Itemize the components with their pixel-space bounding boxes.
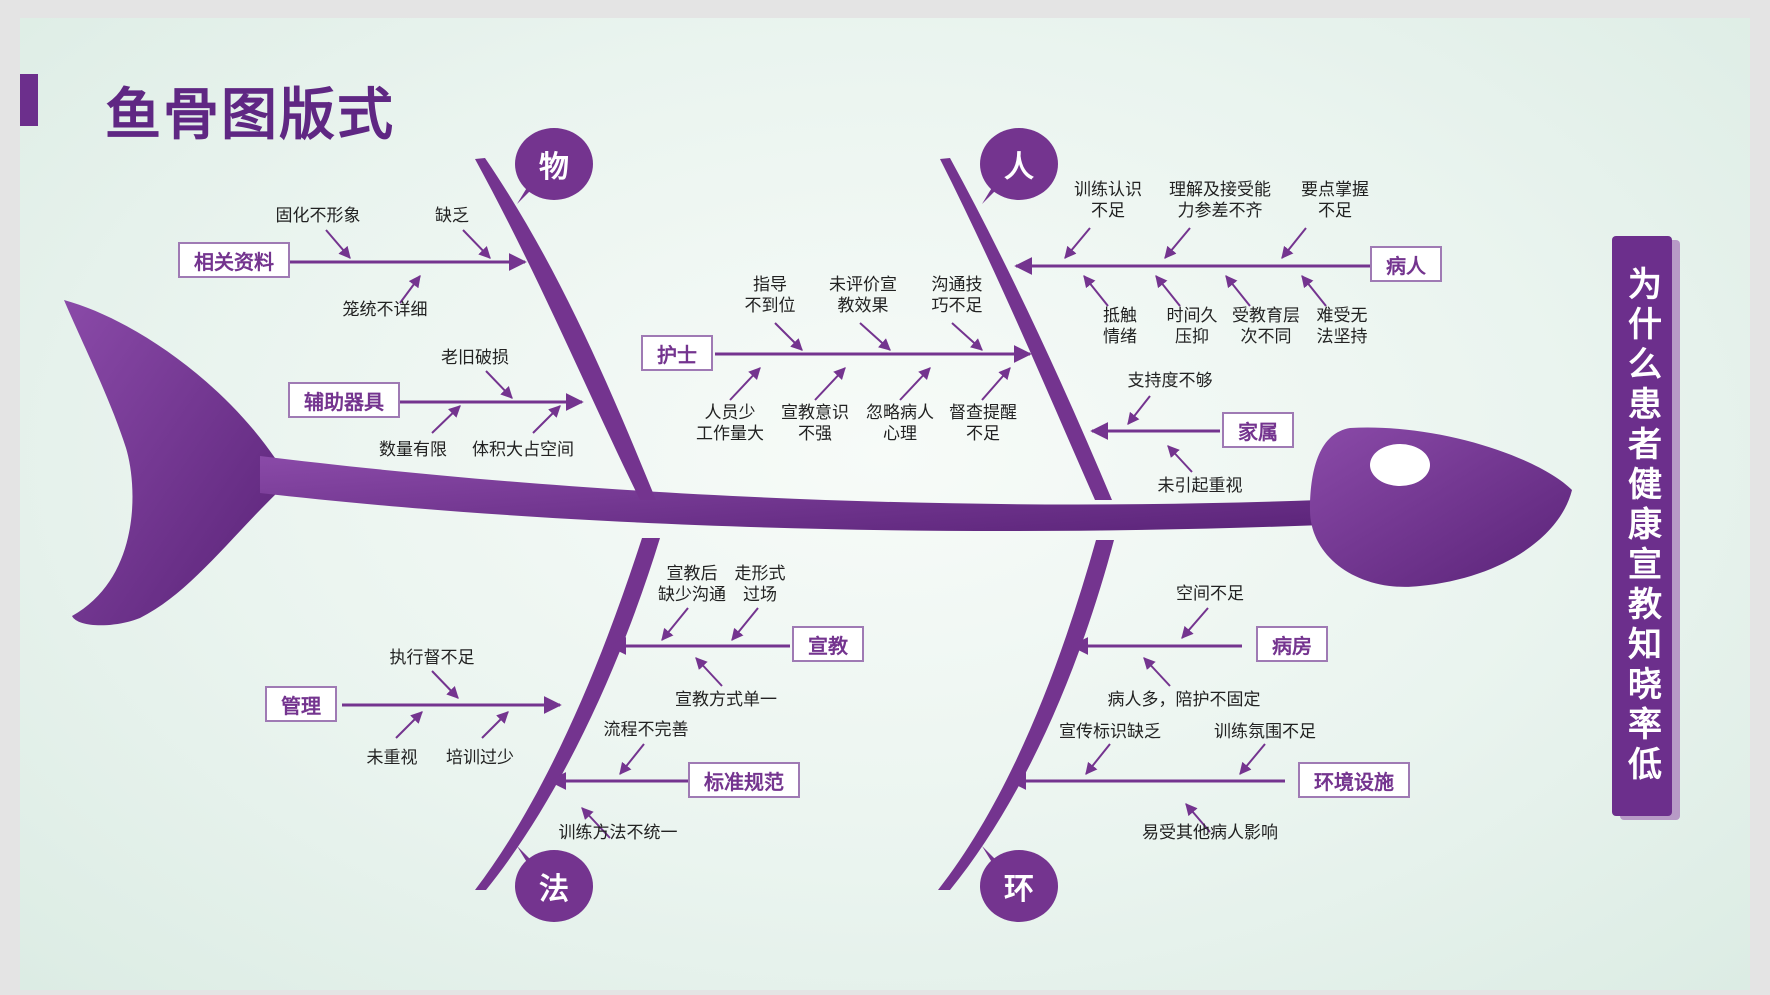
cause-label: 流程不完善	[603, 720, 689, 740]
fishbone-drawing	[64, 158, 1572, 890]
cause-label: 指导不到位	[744, 275, 796, 316]
cause-label: 培训过少	[446, 748, 514, 768]
cause-label: 督查提醒不足	[949, 403, 1017, 444]
subcat-box-jiashu: 家属	[1222, 412, 1294, 448]
cause-label: 难受无法坚持	[1316, 306, 1368, 347]
cause-label: 易受其他病人影响	[1142, 823, 1278, 843]
cause-label: 缺乏	[435, 206, 469, 226]
cause-label: 固化不形象	[275, 206, 361, 226]
subcat-box-bingren: 病人	[1370, 246, 1442, 282]
cause-label: 空间不足	[1176, 584, 1244, 604]
category-bubble-ren: 人	[980, 128, 1058, 200]
cause-label: 时间久压抑	[1166, 306, 1218, 347]
category-bubble-wu: 物	[515, 128, 593, 200]
page-title: 鱼骨图版式	[105, 83, 395, 148]
fish-tail	[64, 300, 282, 626]
cause-label: 支持度不够	[1127, 371, 1213, 391]
title-accent-bar	[20, 74, 38, 126]
bone-huan	[938, 540, 1114, 890]
cause-label: 训练方法不统一	[558, 823, 678, 843]
cause-label: 忽略病人心理	[866, 403, 934, 444]
problem-statement: 为什么患者健康宣教知晓率低	[1621, 266, 1662, 786]
bone-wu	[475, 158, 656, 500]
cause-label: 未引起重视	[1157, 476, 1243, 496]
subcat-box-guanli: 管理	[265, 686, 337, 722]
cause-label: 未评价宣教效果	[829, 275, 897, 316]
cause-label: 训练氛围不足	[1214, 722, 1316, 742]
cause-label: 体积大占空间	[472, 440, 574, 460]
cause-label: 笼统不详细	[342, 300, 428, 320]
cause-label: 抵触情绪	[1103, 306, 1137, 347]
bone-ren	[940, 158, 1112, 500]
subcat-box-huanjing: 环境设施	[1298, 762, 1410, 798]
fish-head	[1310, 427, 1572, 587]
subcat-box-fuzhu: 辅助器具	[288, 382, 400, 418]
cause-label: 训练认识不足	[1074, 180, 1142, 221]
cause-label: 走形式过场	[734, 564, 786, 605]
fish-spine	[260, 456, 1370, 532]
cause-label: 病人多，陪护不固定	[1107, 690, 1261, 710]
subcat-box-bingfang: 病房	[1256, 626, 1328, 662]
bone-fa	[475, 538, 660, 890]
category-bubble-huan: 环	[980, 850, 1058, 922]
subcat-box-xiangguan: 相关资料	[178, 242, 290, 278]
subcat-box-xuanjiao: 宣教	[792, 626, 864, 662]
cause-label: 理解及接受能力参差不齐	[1169, 180, 1271, 221]
cause-label: 人员少工作量大	[696, 403, 764, 444]
problem-statement-box: 为什么患者健康宣教知晓率低	[1612, 236, 1672, 816]
cause-label: 要点掌握不足	[1301, 180, 1369, 221]
subcat-box-biaozhun: 标准规范	[688, 762, 800, 798]
category-bubble-fa: 法	[515, 850, 593, 922]
cause-label: 沟通技巧不足	[931, 275, 983, 316]
cause-label: 数量有限	[379, 440, 447, 460]
cause-label: 老旧破损	[441, 348, 509, 368]
cause-label: 受教育层次不同	[1232, 306, 1300, 347]
cause-label: 宣传标识缺乏	[1059, 722, 1161, 742]
slide: 鱼骨图版式	[20, 18, 1750, 990]
cause-label: 宣教意识不强	[781, 403, 849, 444]
cause-label: 宣教方式单一	[675, 690, 777, 710]
subcat-box-hushi: 护士	[641, 335, 713, 371]
cause-label: 宣教后缺少沟通	[658, 564, 726, 605]
cause-label: 执行督不足	[389, 648, 475, 668]
fish-eye	[1370, 444, 1430, 486]
cause-label: 未重视	[366, 748, 418, 768]
